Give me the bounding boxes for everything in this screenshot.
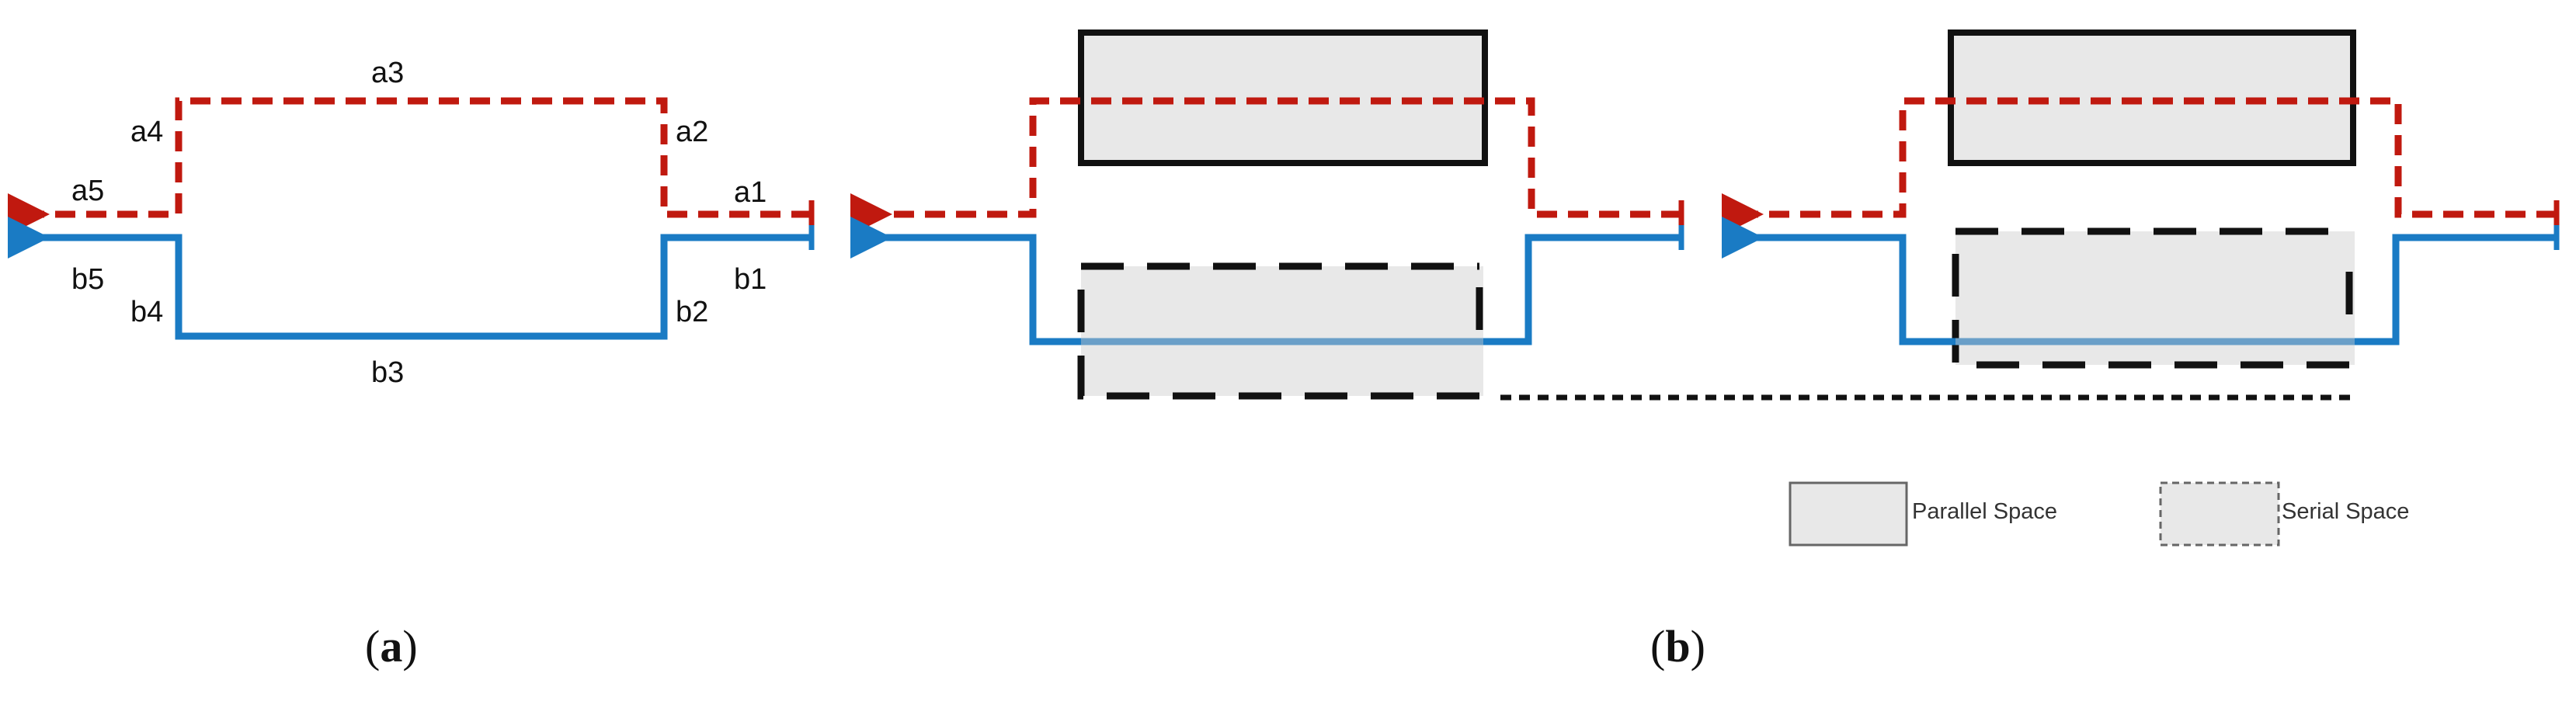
legend-serial-swatch <box>2159 481 2280 547</box>
segment-label-a4: a4 <box>130 116 163 148</box>
panel-b-diagram-2 <box>1722 30 2560 369</box>
panel-a: a1 a2 a3 a4 a5 b1 b2 b3 b4 b5 (a) <box>7 57 815 672</box>
segment-label-a5: a5 <box>71 175 104 207</box>
segment-label-b4: b4 <box>130 296 163 328</box>
legend-parallel-swatch <box>1789 481 1908 547</box>
serial-space-fill <box>1081 266 1483 396</box>
segment-label-b2: b2 <box>676 296 708 328</box>
route-a-path <box>850 97 1681 235</box>
route-a-path <box>1722 97 2557 235</box>
panel-label-a: (a) <box>365 621 418 672</box>
route-a-path <box>7 97 812 235</box>
segment-label-b3: b3 <box>371 356 404 389</box>
panel-letter-a: a <box>380 621 402 672</box>
panel-label-b: (b) <box>1650 621 1705 672</box>
segment-label-a1: a1 <box>734 176 767 209</box>
legend-parallel-label: Parallel Space <box>1912 499 2057 524</box>
route-b-path <box>7 217 812 340</box>
legend-serial-label: Serial Space <box>2282 499 2409 524</box>
segment-label-a3: a3 <box>371 57 404 89</box>
serial-space-box <box>1952 227 2353 369</box>
panel-b-diagram-1 <box>850 30 1684 400</box>
segment-label-b5: b5 <box>71 263 104 296</box>
legend: Parallel Space Serial Space <box>1789 481 2409 547</box>
segment-label-a2: a2 <box>676 116 708 148</box>
panel-letter-b: b <box>1665 621 1690 672</box>
segment-label-b1: b1 <box>734 263 767 296</box>
serial-space-box <box>1077 262 1483 400</box>
